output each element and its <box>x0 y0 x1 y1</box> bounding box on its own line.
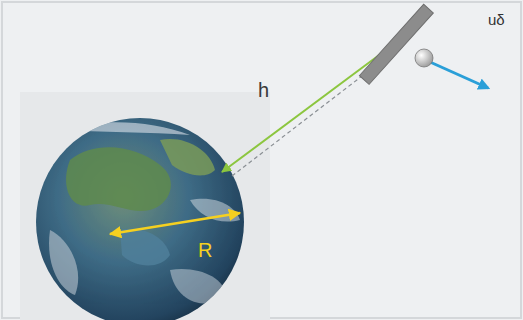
height-label: h <box>258 80 269 100</box>
velocity-label: uδ <box>488 12 505 27</box>
radius-label: R <box>198 240 212 260</box>
